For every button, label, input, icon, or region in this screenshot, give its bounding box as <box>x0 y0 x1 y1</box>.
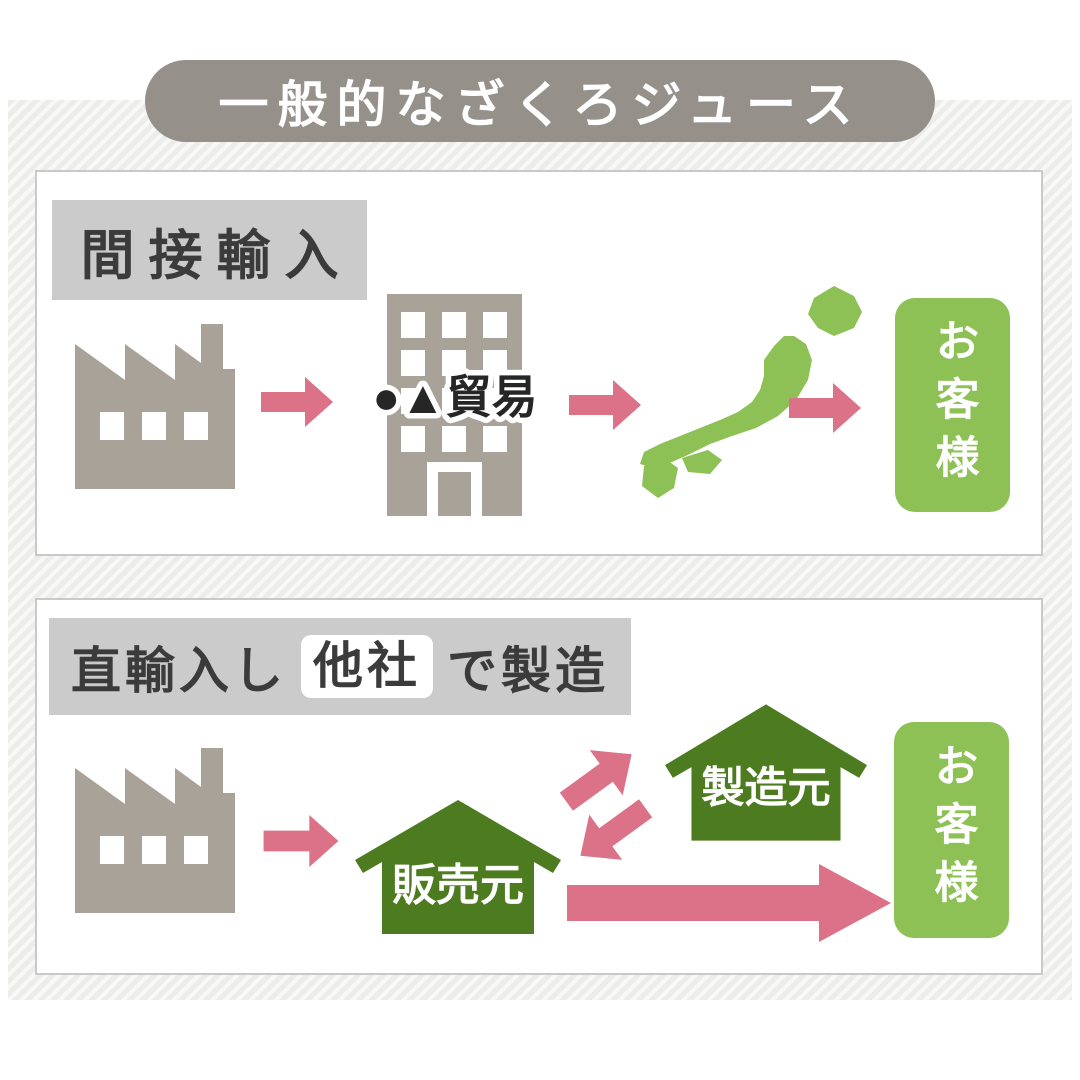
house-icon: 製造元 <box>665 704 867 841</box>
arrow-right-icon <box>569 380 641 430</box>
factory-icon <box>75 748 235 913</box>
house-icon: 販売元 <box>355 800 561 934</box>
customer-label: お客様 <box>928 318 978 492</box>
customer-box: お客様 <box>894 722 1009 938</box>
customer-box: お客様 <box>895 298 1010 512</box>
arrow-up-right-icon <box>559 750 632 811</box>
panel-direct-import: 直輸入し 他社 で製造 販売元 <box>35 598 1043 975</box>
long-arrow-right-icon <box>567 864 891 942</box>
header-highlight-label: 他社 <box>313 638 421 694</box>
seller-label: 販売元 <box>392 861 524 910</box>
panel-indirect-header-label: 間接輸入 <box>80 225 353 286</box>
panel-indirect-import: 間接輸入 ●▲貿易 <box>35 170 1043 556</box>
panel-indirect-header: 間接輸入 <box>52 200 367 300</box>
panel-direct-header: 直輸入し 他社 で製造 <box>49 618 631 715</box>
factory-icon <box>75 324 235 489</box>
header-prefix: 直輸入し <box>71 642 287 699</box>
maker-label: 製造元 <box>701 764 830 812</box>
header-highlight-box: 他社 <box>301 635 433 698</box>
arrow-right-icon <box>789 383 861 433</box>
trader-name-text: ●▲貿易 <box>372 371 537 423</box>
trader-name-label: ●▲貿易 <box>367 366 543 428</box>
arrow-right-icon <box>263 815 339 867</box>
japan-map-icon <box>640 286 862 498</box>
title-banner: 一般的なざくろジュース <box>145 60 935 142</box>
arrow-down-left-icon <box>580 799 653 860</box>
office-building-icon <box>387 294 522 516</box>
header-suffix: で製造 <box>447 642 609 699</box>
arrow-right-icon <box>261 377 333 427</box>
page-title: 一般的なざくろジュース <box>218 77 862 133</box>
customer-label: お客様 <box>927 743 977 917</box>
